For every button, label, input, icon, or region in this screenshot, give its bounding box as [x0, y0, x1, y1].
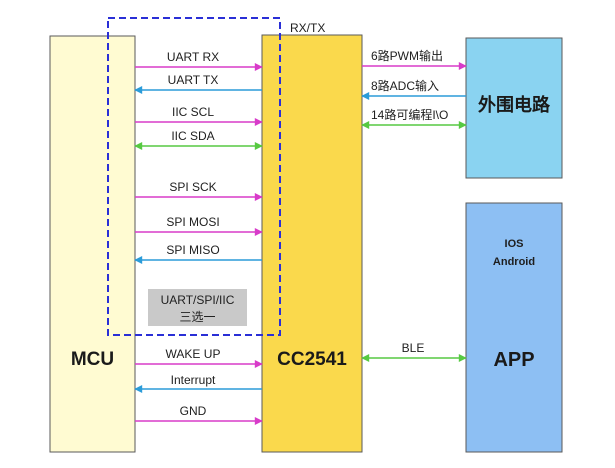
ble-label: BLE: [402, 341, 425, 355]
mux-note-line2: 三选一: [179, 310, 215, 324]
adc-input-label: 8路ADC输入: [371, 78, 439, 93]
programmable-io-label: 14路可编程I\O: [371, 107, 448, 122]
interrupt-label: Interrupt: [171, 373, 216, 387]
iic-scl-label: IIC SCL: [172, 105, 214, 119]
pwm-output-label: 6路PWM输出: [371, 48, 443, 63]
serial-group-outline: [107, 17, 281, 336]
link-spi-miso: SPI MISO: [134, 243, 262, 264]
link-uart-tx: UART TX: [134, 73, 262, 94]
link-wake-up: WAKE UP: [135, 347, 263, 368]
app-platform-ios: IOS: [505, 238, 524, 250]
uart-rx-label: UART RX: [167, 50, 219, 64]
peripheral-block: [465, 37, 563, 179]
gnd-label: GND: [180, 404, 207, 418]
link-adc-input: 8路ADC输入: [361, 78, 466, 100]
mcu-title: MCU: [71, 349, 114, 370]
iic-sda-label: IIC SDA: [171, 129, 214, 143]
mcu-block: [49, 35, 136, 453]
mux-note-line1: UART/SPI/IIC: [161, 293, 235, 307]
wake-up-label: WAKE UP: [166, 347, 221, 361]
spi-sck-label: SPI SCK: [169, 180, 216, 194]
spi-mosi-label: SPI MOSI: [166, 215, 219, 229]
link-ble: BLE: [361, 341, 467, 362]
mux-note-box: [148, 289, 247, 326]
link-interrupt: Interrupt: [134, 373, 262, 393]
serial-group-label: RX/TX: [290, 21, 325, 35]
link-iic-scl: IIC SCL: [135, 105, 263, 126]
cc2541-title: CC2541: [277, 349, 347, 370]
peripheral-title: 外围电路: [478, 94, 551, 115]
app-platform-android: Android: [493, 256, 535, 268]
app-block: [465, 202, 563, 453]
link-spi-sck: SPI SCK: [135, 180, 263, 201]
link-programmable-io: 14路可编程I\O: [361, 107, 467, 129]
link-spi-mosi: SPI MOSI: [135, 215, 263, 236]
link-iic-sda: IIC SDA: [134, 129, 263, 150]
uart-tx-label: UART TX: [168, 73, 219, 87]
link-gnd: GND: [135, 404, 263, 425]
link-uart-rx: UART RX: [135, 50, 263, 71]
link-pwm-output: 6路PWM输出: [362, 48, 467, 70]
spi-miso-label: SPI MISO: [166, 243, 219, 257]
app-title: APP: [493, 349, 534, 371]
cc2541-block: [261, 34, 363, 453]
